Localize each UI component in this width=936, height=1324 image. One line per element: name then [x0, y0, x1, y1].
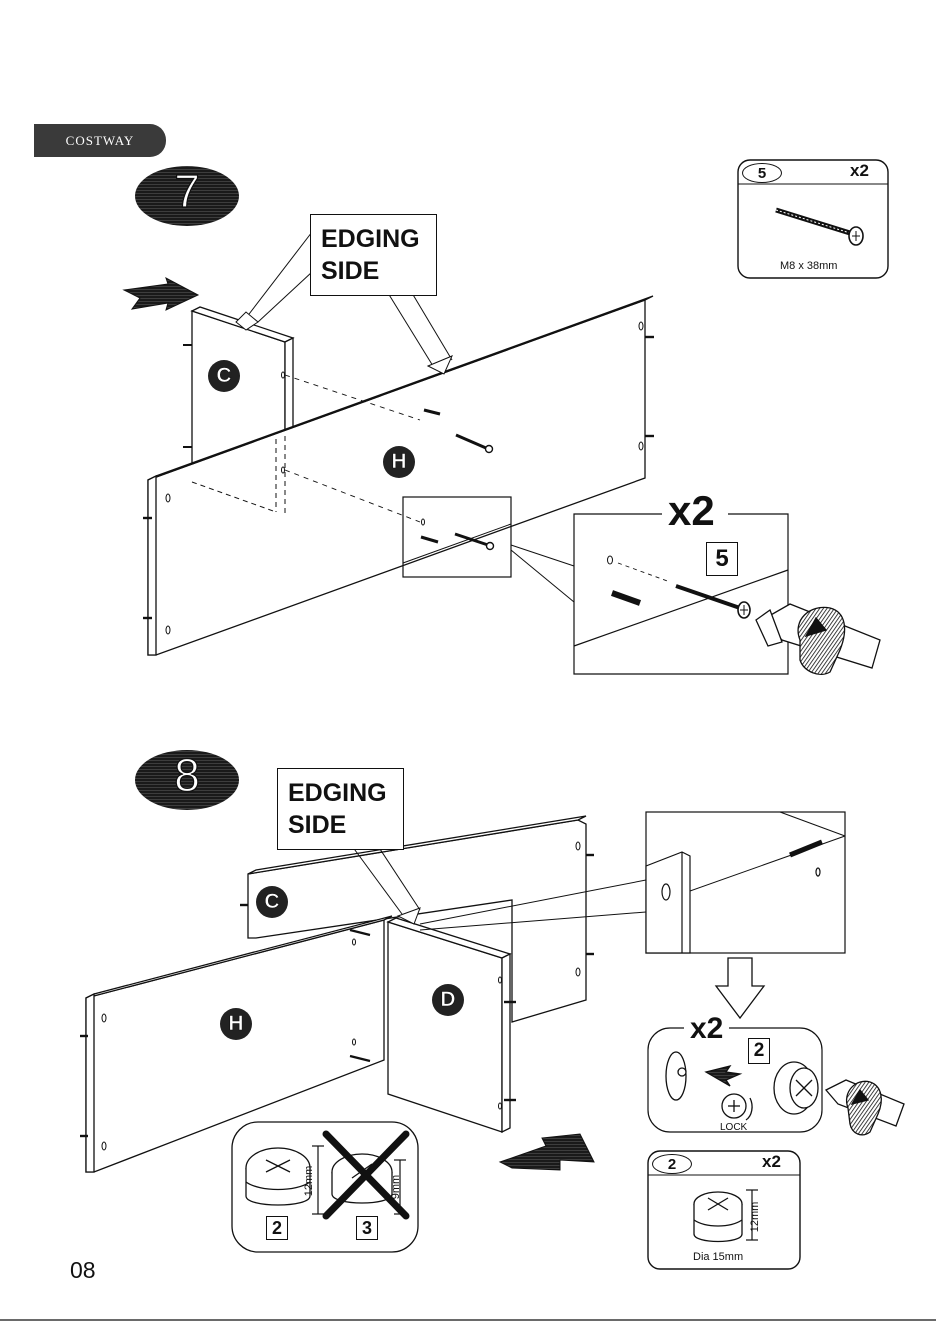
- detail-frame-step7: [574, 514, 788, 674]
- cam-correct-dim: 12mm: [303, 1161, 317, 1201]
- step7-number: 7: [160, 164, 214, 224]
- edging-label-line2: SIDE: [288, 809, 393, 841]
- hardware-2-qty: x2: [762, 1152, 781, 1172]
- panel-d-step8: [388, 918, 510, 1132]
- edging-label-line1: EDGING: [321, 223, 426, 255]
- cam-wrong-part: 3: [356, 1216, 378, 1240]
- part-c-badge-step8: C: [256, 886, 288, 918]
- push-arrow-step8: [500, 1134, 594, 1170]
- down-arrow: [716, 958, 764, 1018]
- part-h-badge-step8: H: [220, 1008, 252, 1040]
- part-c-badge-step7: C: [208, 360, 240, 392]
- lock-label: LOCK: [720, 1122, 747, 1133]
- detail-multiplier-step7: x2: [662, 488, 721, 534]
- detail-frame-step8: [646, 812, 845, 953]
- hardware-5-part: 5: [742, 163, 782, 183]
- edging-label-line2: SIDE: [321, 255, 426, 287]
- cam-wrong-dim: 9mm: [390, 1172, 404, 1202]
- edging-side-label-step8: EDGING SIDE: [277, 768, 404, 850]
- screwdriver-step8: [826, 1080, 904, 1135]
- part-h-badge-step7: H: [383, 446, 415, 478]
- hardware-5-qty: x2: [850, 161, 869, 181]
- cam-correct-part: 2: [266, 1216, 288, 1240]
- edging-label-line1: EDGING: [288, 777, 393, 809]
- hardware-2-part: 2: [652, 1154, 692, 1174]
- part-d-badge-step8: D: [432, 984, 464, 1016]
- brand-logo: COSTWAY: [34, 124, 166, 157]
- step8-number: 8: [160, 748, 214, 808]
- hardware-2-dia: Dia 15mm: [693, 1251, 743, 1263]
- detail-part-number-step8: 2: [748, 1038, 770, 1064]
- hardware-5-size: M8 x 38mm: [780, 260, 837, 272]
- screwdriver-step7: [756, 604, 880, 674]
- hardware-2-dim: 12mm: [749, 1199, 763, 1235]
- detail-multiplier-step8: x2: [684, 1012, 729, 1046]
- edging-side-label-step7: EDGING SIDE: [310, 214, 437, 296]
- page-number: 08: [70, 1257, 96, 1284]
- detail-part-number-step7: 5: [706, 542, 738, 576]
- push-arrow-step7: [124, 278, 198, 310]
